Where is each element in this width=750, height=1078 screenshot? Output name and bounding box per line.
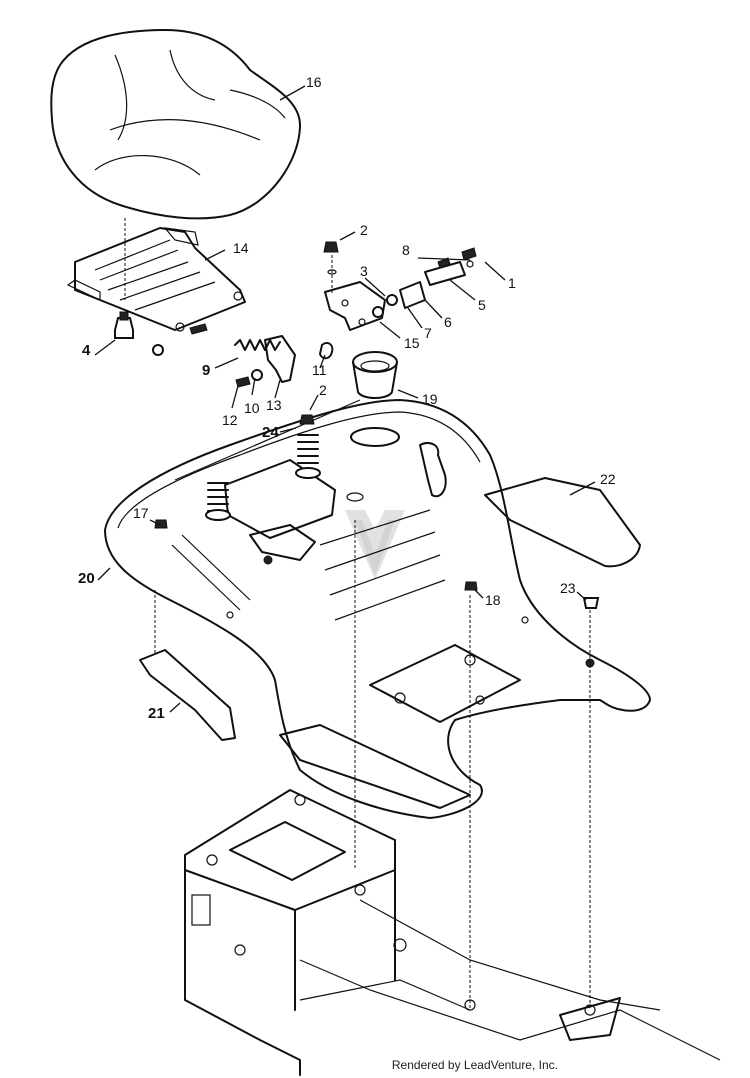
leader-lines: [94, 85, 596, 713]
callout-23: 23: [560, 580, 576, 596]
callout-14: 14: [233, 240, 249, 256]
callout-5: 5: [478, 297, 486, 313]
fender: [104, 399, 651, 819]
bolt-12: [235, 376, 251, 388]
washer: [152, 344, 164, 356]
callout-2b: 2: [319, 382, 327, 398]
callout-17: 17: [133, 505, 149, 521]
seat-spring: [234, 335, 296, 383]
bolt-2a: [323, 241, 339, 253]
callout-20: 20: [78, 570, 95, 587]
callout-2a: 2: [360, 222, 368, 238]
callout-19: 19: [422, 391, 438, 407]
step-plate: [139, 649, 236, 741]
callout-labels: 1 2 2 3 4 5 6 7 8 9 10 11 12 13 14 15 16…: [78, 74, 616, 722]
callout-9: 9: [202, 362, 210, 379]
bolt: [189, 323, 208, 335]
tractor-frame: [184, 789, 721, 1076]
seat-bracket: [66, 218, 246, 332]
callout-22: 22: [600, 471, 616, 487]
callout-1: 1: [508, 275, 516, 291]
callout-18: 18: [485, 592, 501, 608]
callout-3: 3: [360, 263, 368, 279]
callout-11: 11: [312, 362, 327, 378]
seat-springs: [205, 434, 321, 521]
callout-10: 10: [244, 400, 260, 416]
bracket-15: [324, 281, 386, 331]
cup-holder: [352, 351, 398, 399]
callout-7: 7: [424, 325, 432, 341]
callout-12: 12: [222, 412, 238, 428]
callout-4: 4: [82, 342, 91, 359]
seat: [50, 29, 301, 220]
callout-15: 15: [404, 335, 420, 351]
bolt-2b: [299, 414, 315, 425]
callout-16: 16: [306, 74, 322, 90]
leadventure-logo-icon: [345, 510, 405, 580]
screw-23: [582, 597, 600, 609]
foot-pad: [484, 477, 641, 568]
seat-knob: [114, 311, 134, 339]
switch-hardware: [386, 247, 477, 309]
callout-13: 13: [266, 397, 282, 413]
callout-24: 24: [262, 424, 279, 441]
screw-17: [154, 519, 168, 529]
render-credit: Rendered by LeadVenture, Inc.: [391, 1058, 558, 1072]
washer-10: [251, 369, 263, 381]
screw-18: [464, 581, 478, 591]
washer-11: [318, 342, 334, 360]
callout-6: 6: [444, 314, 452, 330]
callout-8: 8: [402, 242, 410, 258]
callout-21: 21: [148, 705, 165, 722]
